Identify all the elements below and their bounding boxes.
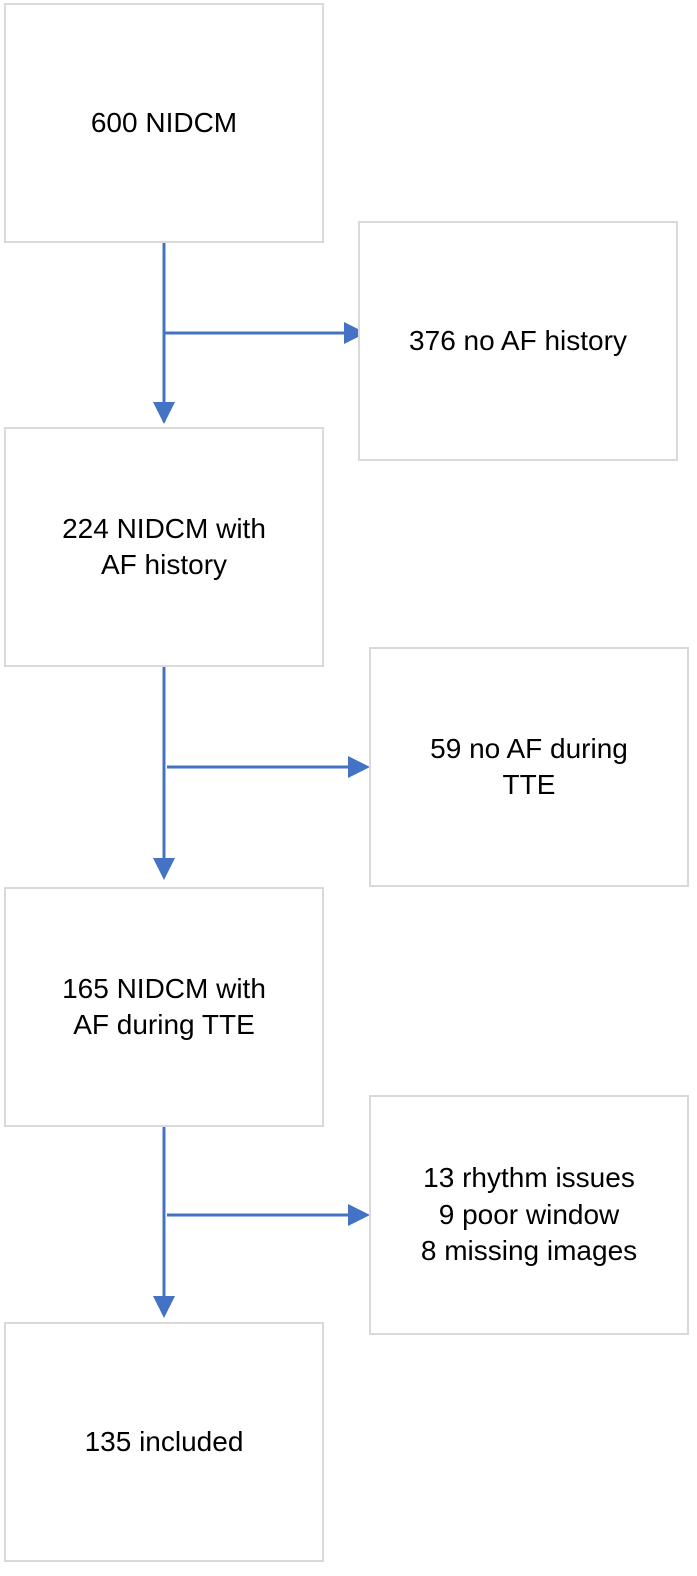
box-af-history-line-2: AF history [100, 549, 228, 580]
box-excluded-no-af-history: 376 no AF history [358, 221, 678, 461]
box-excluded-quality-line-3: 8 missing images [420, 1235, 638, 1267]
arrowhead-main-3 [153, 1296, 175, 1318]
box-af-history-line-1: 224 NIDCM with [62, 512, 266, 544]
box-excluded-quality: 13 rhythm issues 9 poor window 8 missing… [369, 1095, 689, 1335]
box-excluded-no-af-tte-line-2: TTE [502, 769, 556, 800]
box-excluded-no-af-history-line-1: 376 no AF history [409, 324, 627, 356]
box-included-line-1: 135 included [84, 1425, 244, 1457]
box-af-history: 224 NIDCM with AF history [4, 427, 324, 667]
box-included: 135 included [4, 1322, 324, 1562]
arrowhead-side-2 [348, 756, 370, 778]
box-initial-cohort: 600 NIDCM [4, 3, 324, 243]
box-af-during-tte-line-2: AF during TTE [73, 1009, 255, 1040]
box-excluded-no-af-tte: 59 no AF during TTE [369, 647, 689, 887]
box-excluded-quality-line-1: 13 rhythm issues [423, 1162, 635, 1194]
arrowhead-side-1 [344, 322, 366, 344]
box-af-during-tte: 165 NIDCM with AF during TTE [4, 887, 324, 1127]
box-initial-cohort-line-1: 600 NIDCM [90, 106, 238, 138]
arrowhead-main-1 [153, 402, 175, 424]
arrowhead-main-2 [153, 858, 175, 880]
box-excluded-quality-line-2: 9 poor window [438, 1198, 620, 1230]
box-excluded-no-af-tte-line-1: 59 no AF during [430, 732, 628, 764]
box-af-during-tte-line-1: 165 NIDCM with [62, 972, 266, 1004]
arrowhead-side-3 [348, 1204, 370, 1226]
